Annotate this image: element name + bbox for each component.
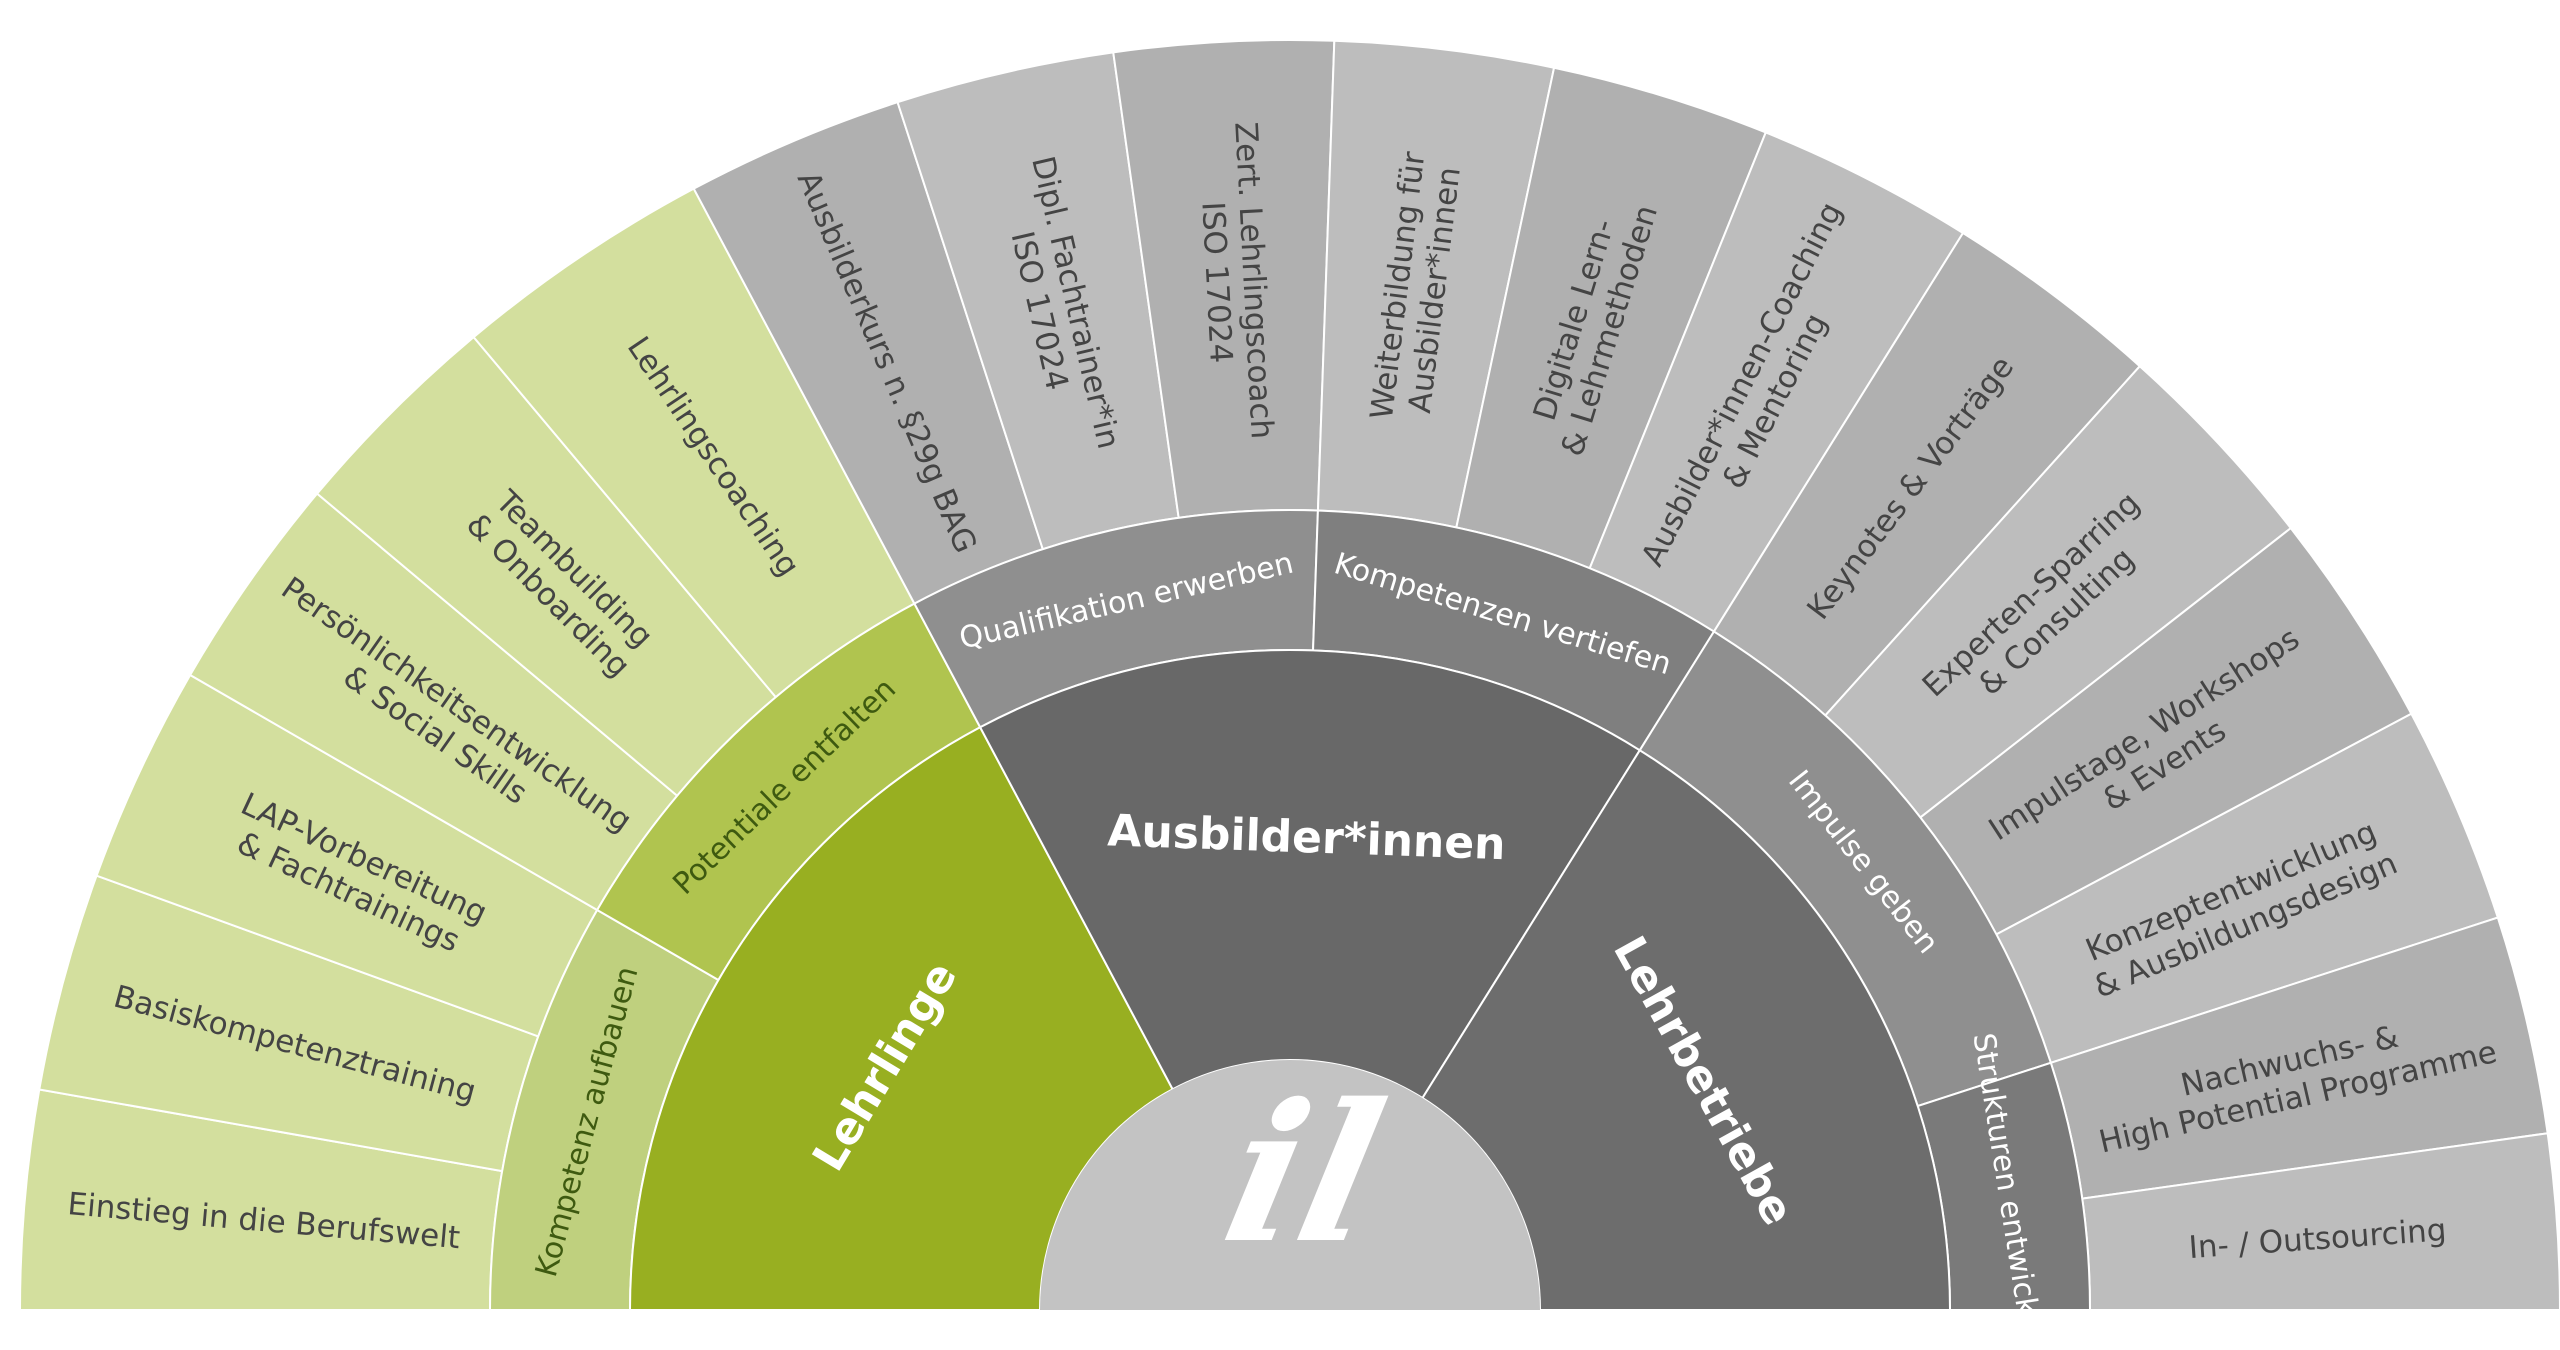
logo: il <box>1040 1060 1540 1310</box>
outer-label-line: ISO 17024 <box>1194 201 1238 364</box>
outer-ring: Einstieg in die BerufsweltBasiskompetenz… <box>18 39 2560 1311</box>
logo-disc <box>1040 1060 1540 1310</box>
